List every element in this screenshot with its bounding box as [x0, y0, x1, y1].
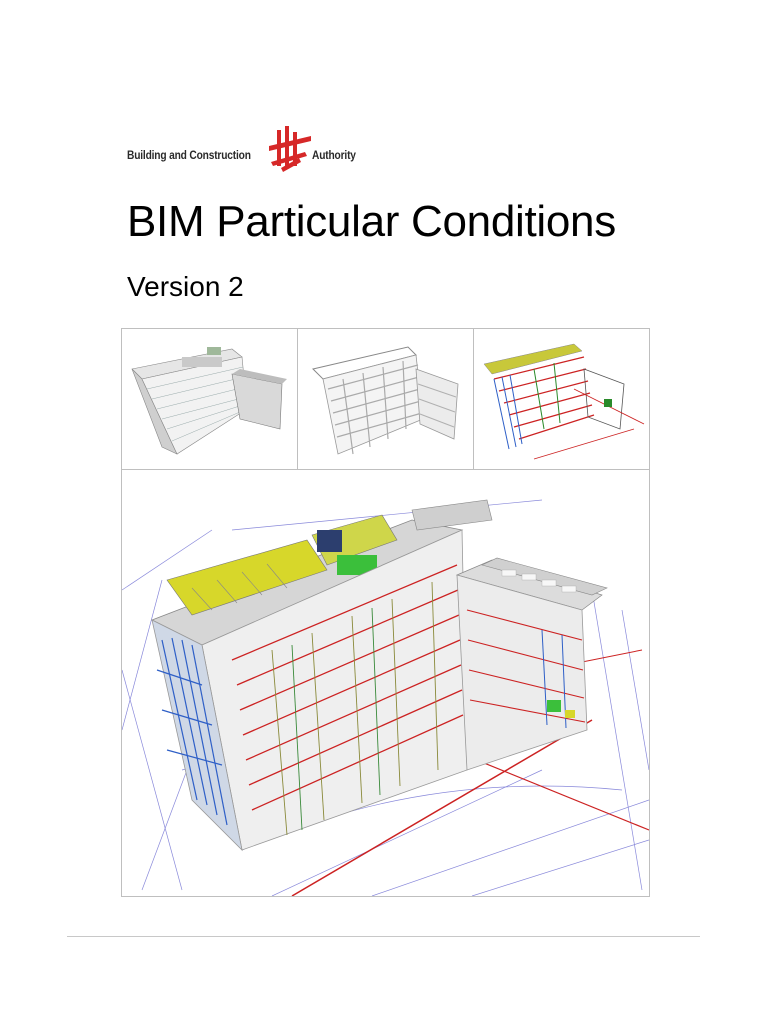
bca-logo: Building and Construction Authority [127, 124, 367, 176]
combined-model-panel [122, 470, 649, 896]
architectural-model-panel [122, 329, 298, 470]
building-architectural-model-image [131, 347, 287, 455]
mep-model-panel [474, 329, 649, 470]
building-mep-model-image [483, 343, 645, 460]
footer-divider [67, 936, 700, 937]
bca-logo-icon [269, 126, 311, 172]
version-subtitle: Version 2 [127, 271, 244, 302]
bim-figure-grid [121, 328, 650, 897]
structural-model-panel [298, 329, 474, 470]
logo-right-text: Authority [312, 148, 356, 162]
logo-left-text: Building and Construction [127, 148, 251, 162]
page-title: BIM Particular Conditions [127, 197, 616, 246]
building-structural-model-image [312, 346, 459, 455]
building-combined-model-image [122, 499, 649, 896]
